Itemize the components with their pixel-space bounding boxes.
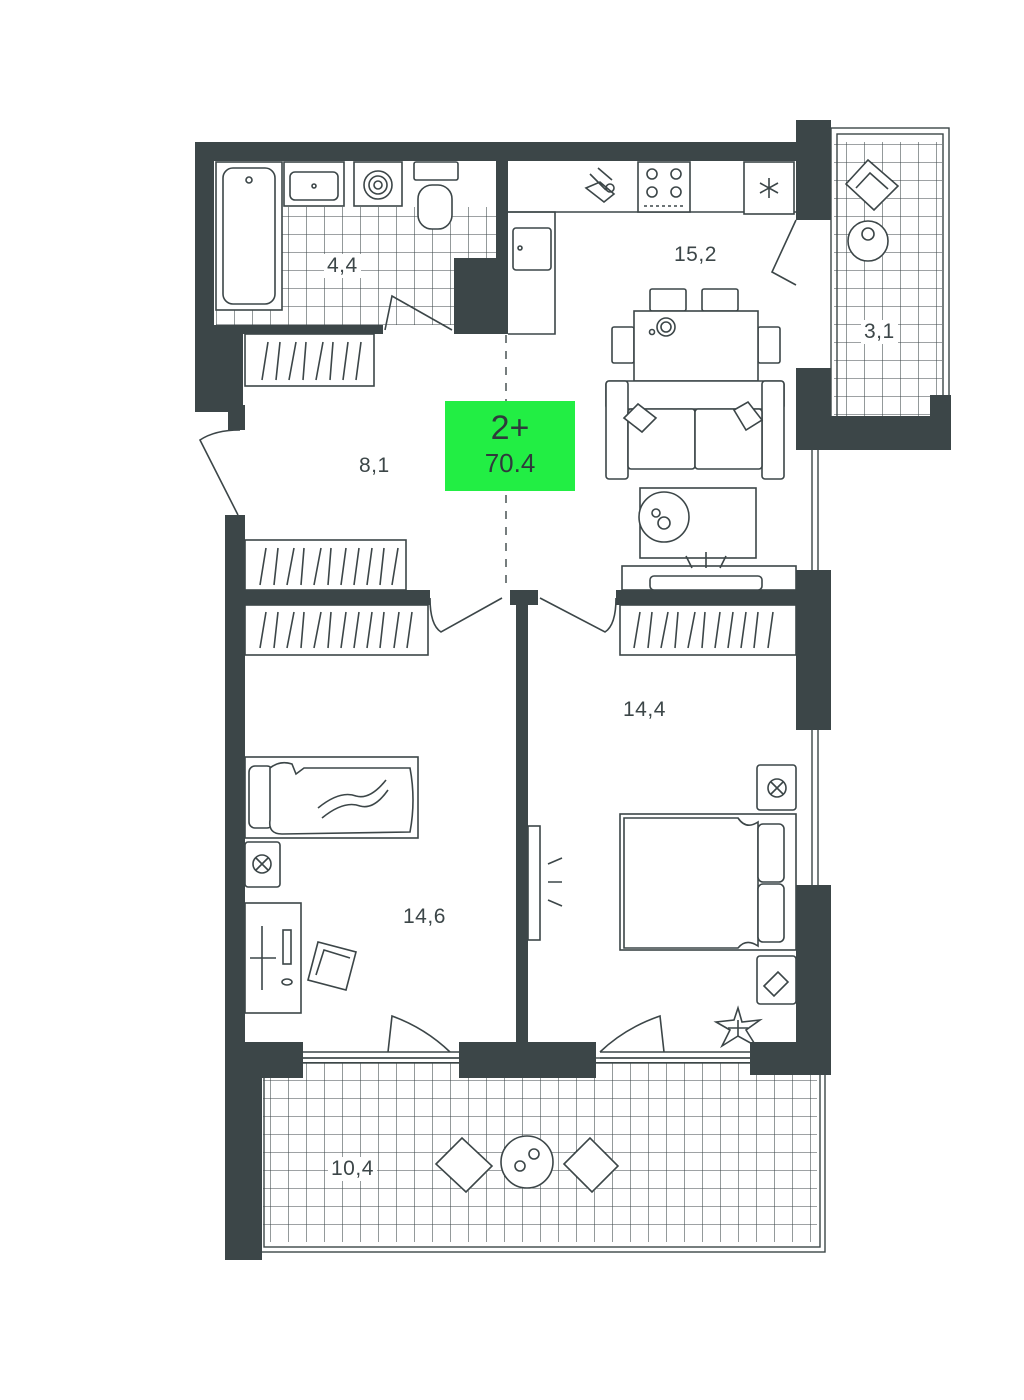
hallway-wardrobe-bottom [244,539,407,591]
doors [198,219,797,1053]
bathroom-area-label: 4,4 [324,254,361,278]
total-area: 70.4 [484,448,536,478]
hallway-area-label: 8,1 [356,454,393,478]
nightstand-right-top [756,764,797,811]
terrace-table [500,1135,554,1189]
bedroom-right-area-label: 14,4 [620,698,669,722]
toilet-icon [413,161,459,230]
tv-unit [621,552,797,591]
dining-table [611,288,781,382]
nightstand-left [244,841,281,888]
balcony-chair [844,158,900,212]
bedroom-left-wardrobe [244,604,429,656]
balcony-small-area-label: 3,1 [861,320,898,344]
wall-tv-right [527,825,563,941]
bedroom-right-wardrobe [619,604,797,656]
desk-chair [307,941,357,991]
double-bed [619,813,797,951]
terrace-area-label: 10,4 [328,1157,377,1181]
nightstand-right-bottom [756,955,797,1005]
coffee-table [638,487,757,559]
terrace-chair-left [434,1136,494,1194]
sofa [605,380,785,480]
bedroom-left-area-label: 14,6 [400,905,449,929]
apartment-badge: 2+ 70.4 [445,401,575,491]
single-bed [244,756,419,839]
room-count: 2+ [490,409,530,447]
hallway-wardrobe-top [244,333,375,387]
terrace-chair-right [562,1136,620,1194]
kitchen-living-area-label: 15,2 [671,243,720,267]
walls [195,120,951,1260]
washing-machine-icon [353,161,403,207]
dishwasher-icon [584,167,616,204]
balcony-table [847,220,889,262]
stove-icon [637,161,691,213]
bathtub-icon [215,161,283,311]
desk [244,902,302,1014]
bathroom-sink-icon [283,161,345,207]
fridge-icon [743,161,795,215]
plant-icon [713,1005,763,1049]
